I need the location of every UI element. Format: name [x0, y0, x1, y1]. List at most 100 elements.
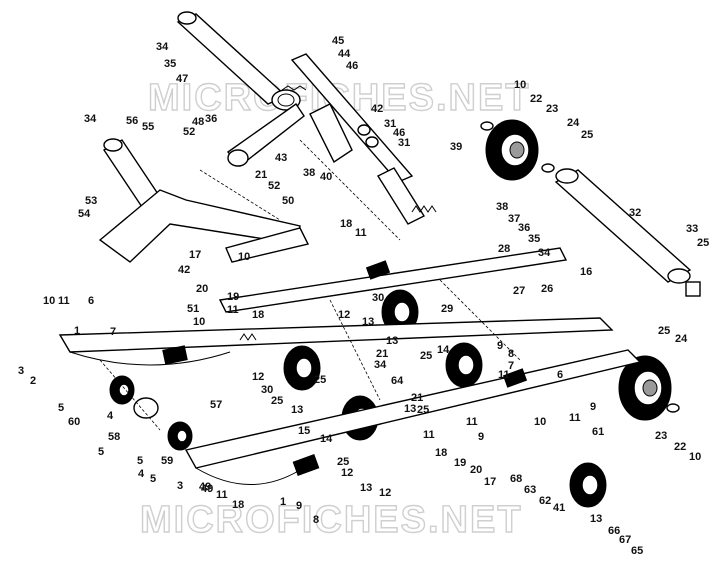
- callout-5: 5: [98, 446, 104, 458]
- callout-51: 51: [187, 303, 199, 315]
- callout-44: 44: [338, 48, 351, 60]
- callout-34: 34: [156, 41, 169, 53]
- callout-5: 5: [137, 455, 143, 467]
- callout-33: 33: [686, 223, 698, 235]
- callout-43: 43: [275, 152, 287, 164]
- callout-38: 38: [303, 167, 315, 179]
- watermark-bottom: MICROFICHES.NET: [140, 499, 523, 541]
- callout-21: 21: [255, 169, 267, 181]
- callout-38: 38: [496, 201, 508, 213]
- callout-4: 4: [138, 468, 145, 480]
- callout-11: 11: [355, 227, 367, 239]
- callout-9: 9: [296, 500, 302, 512]
- callout-2: 2: [30, 375, 36, 387]
- callout-10: 10: [238, 251, 250, 263]
- callout-60: 60: [68, 416, 80, 428]
- callout-18: 18: [340, 218, 352, 230]
- callout-36: 36: [205, 113, 217, 125]
- callout-25: 25: [417, 404, 429, 416]
- callout-7: 7: [508, 360, 514, 372]
- callout-25: 25: [420, 350, 432, 362]
- callout-46: 46: [393, 127, 405, 139]
- idler-wheel-upper-right: [480, 119, 555, 181]
- callout-64: 64: [391, 375, 404, 387]
- callout-45: 45: [332, 35, 344, 47]
- callout-31: 31: [384, 118, 396, 130]
- callout-30: 30: [261, 384, 273, 396]
- callout-22: 22: [530, 93, 542, 105]
- callout-23: 23: [655, 430, 667, 442]
- callout-10: 10: [514, 79, 526, 91]
- callout-10: 10: [193, 316, 205, 328]
- callout-22: 22: [674, 441, 686, 453]
- callout-12: 12: [338, 309, 350, 321]
- callout-3: 3: [177, 480, 183, 492]
- callout-49: 49: [199, 481, 211, 493]
- callout-8: 8: [508, 348, 514, 360]
- callout-34: 34: [374, 359, 387, 371]
- callout-34: 34: [538, 247, 551, 259]
- callout-25: 25: [697, 237, 709, 249]
- callout-25: 25: [658, 325, 670, 337]
- callout-52: 52: [183, 126, 195, 138]
- callout-35: 35: [164, 58, 176, 70]
- callout-58: 58: [108, 431, 120, 443]
- callout-55: 55: [142, 121, 154, 133]
- callout-13: 13: [291, 404, 303, 416]
- callout-17: 17: [189, 249, 201, 261]
- front-wheels: [109, 375, 193, 451]
- callout-24: 24: [675, 333, 688, 345]
- callout-13: 13: [590, 513, 602, 525]
- callout-18: 18: [252, 309, 264, 321]
- callout-25: 25: [271, 395, 283, 407]
- callout-40: 40: [320, 171, 332, 183]
- callout-13: 13: [360, 482, 372, 494]
- callout-11: 11: [498, 369, 510, 381]
- callout-62: 62: [539, 495, 551, 507]
- callout-41: 41: [553, 502, 565, 514]
- callout-11: 11: [423, 429, 435, 441]
- callout-20: 20: [196, 283, 208, 295]
- callout-10: 10: [534, 416, 546, 428]
- callout-5: 5: [58, 402, 64, 414]
- callout-10: 10: [689, 451, 701, 463]
- callout-3: 3: [18, 365, 24, 377]
- front-arm-assembly: [98, 138, 310, 263]
- assembly-guides: [99, 139, 521, 431]
- callout-12: 12: [252, 371, 264, 383]
- callout-9: 9: [590, 401, 596, 413]
- callout-13: 13: [386, 335, 398, 347]
- callout-20: 20: [470, 464, 482, 476]
- callout-31: 31: [398, 137, 410, 149]
- callout-54: 54: [78, 208, 91, 220]
- callout-34: 34: [84, 113, 97, 125]
- callout-65: 65: [631, 545, 643, 557]
- callout-5: 5: [150, 473, 156, 485]
- callout-9: 9: [478, 431, 484, 443]
- callout-4: 4: [107, 410, 114, 422]
- callout-36: 36: [518, 222, 530, 234]
- callout-57: 57: [210, 399, 222, 411]
- callout-61: 61: [592, 426, 604, 438]
- callout-6: 6: [88, 295, 94, 307]
- callout-26: 26: [541, 283, 553, 295]
- callout-6: 6: [557, 369, 563, 381]
- callout-24: 24: [567, 117, 580, 129]
- callout-10: 10: [43, 295, 55, 307]
- callout-19: 19: [227, 291, 239, 303]
- callout-37: 37: [508, 213, 520, 225]
- callout-9: 9: [497, 340, 503, 352]
- callout-17: 17: [484, 476, 496, 488]
- callout-21: 21: [411, 392, 423, 404]
- callout-27: 27: [513, 285, 525, 297]
- callout-1: 1: [280, 496, 286, 508]
- callout-15: 15: [298, 425, 310, 437]
- callout-18: 18: [435, 447, 447, 459]
- callout-29: 29: [441, 303, 453, 315]
- callout-1: 1: [74, 325, 80, 337]
- callout-68: 68: [510, 473, 522, 485]
- callout-46: 46: [346, 60, 358, 72]
- callout-13: 13: [362, 316, 374, 328]
- callout-53: 53: [85, 195, 97, 207]
- callout-7: 7: [110, 326, 116, 338]
